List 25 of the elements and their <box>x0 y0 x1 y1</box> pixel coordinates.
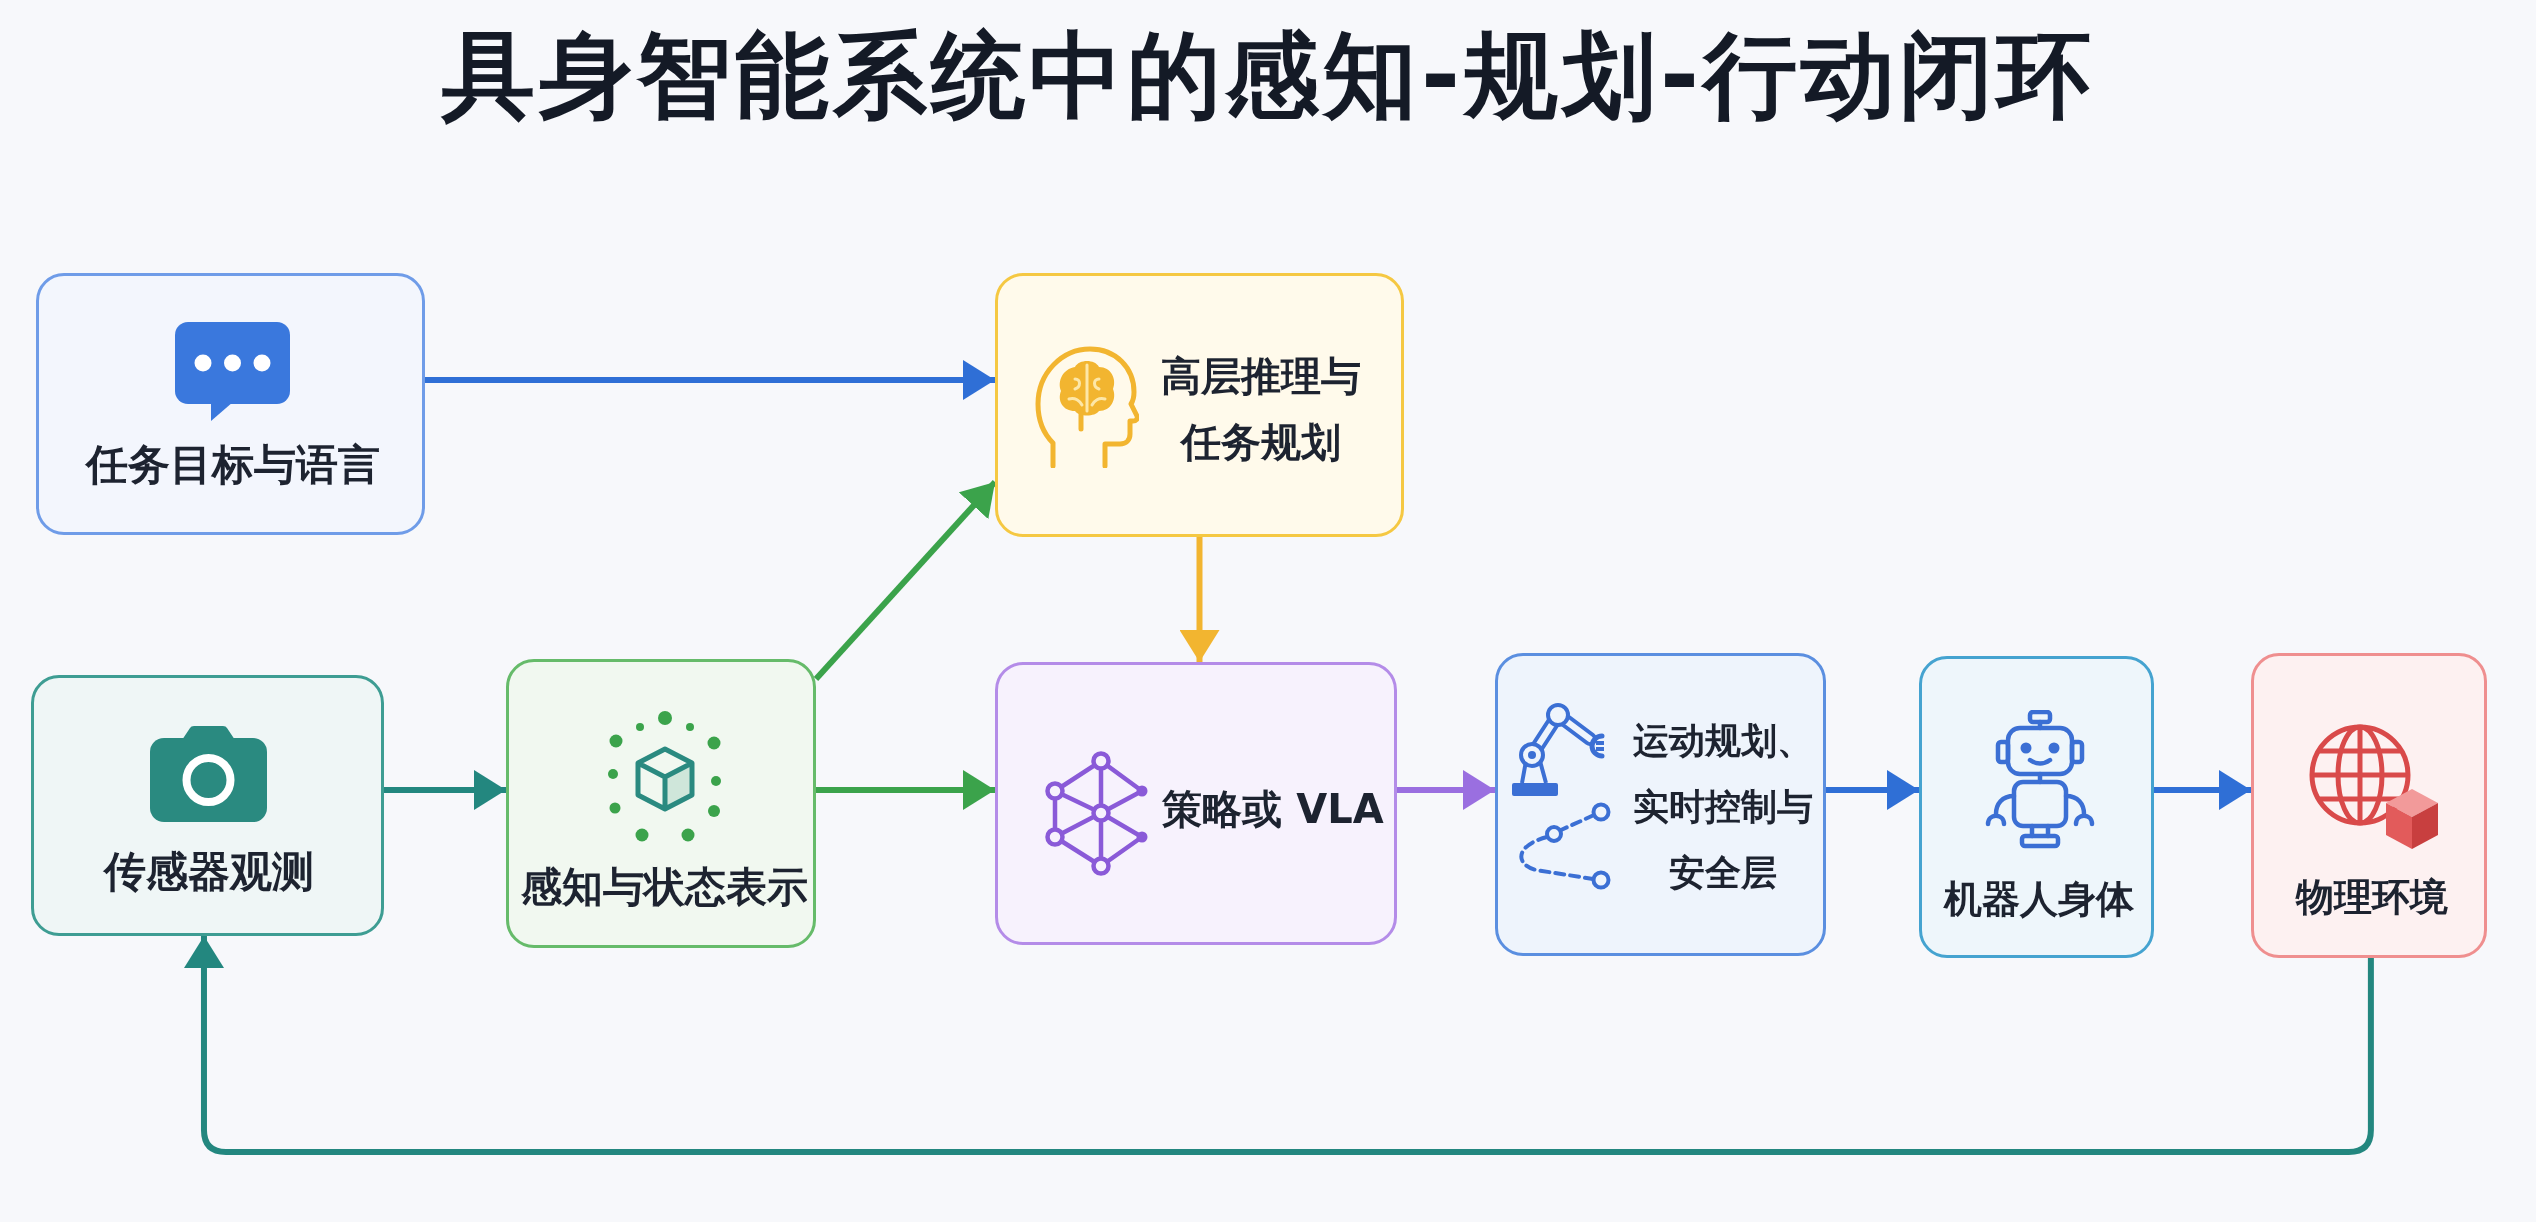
box-label: 感知与状态表示 <box>520 861 808 913</box>
box-label: 任务目标与语言 <box>86 438 380 491</box>
box-label: 策略或 VLA <box>1162 785 1384 834</box>
process-box <box>1919 656 2154 958</box>
arrow <box>1179 537 1220 662</box>
process-box <box>995 273 1404 537</box>
box-label: 传感器观测 <box>104 845 314 898</box>
box-label: 机器人身体 <box>1944 875 2134 923</box>
arrow <box>2154 770 2251 810</box>
arrow <box>425 360 995 400</box>
box-label: 高层推理与任务规划 <box>1160 352 1362 467</box>
process-box <box>506 659 816 948</box>
arrow <box>1397 770 1495 810</box>
process-box <box>1495 653 1826 956</box>
process-box <box>2251 653 2487 958</box>
arrow <box>183 936 2374 1155</box>
box-label: 运动规划、实时控制与安全层 <box>1632 719 1814 895</box>
process-box <box>995 662 1397 945</box>
arrow <box>384 770 506 810</box>
process-box <box>36 273 425 535</box>
box-label: 物理环境 <box>2296 873 2448 921</box>
arrow <box>1826 770 1919 810</box>
title: 具身智能系统中的感知-规划-行动闭环 <box>441 22 2095 131</box>
arrow <box>816 770 995 810</box>
process-box <box>31 675 384 936</box>
